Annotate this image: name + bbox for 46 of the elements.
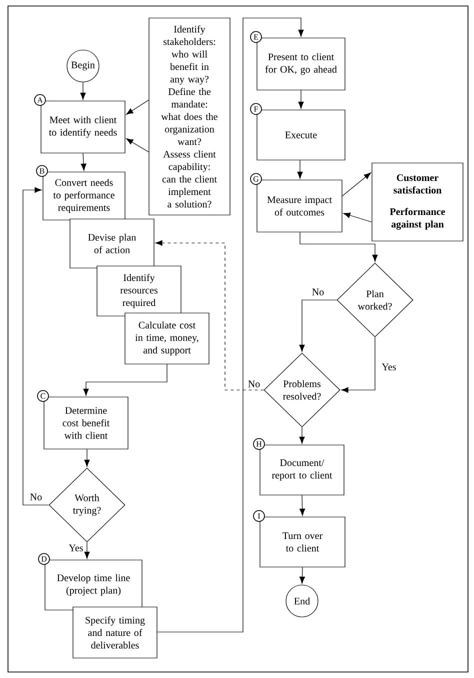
step-letter: A: [34, 94, 46, 106]
arrow: [299, 300, 337, 352]
step-letter: G: [250, 173, 262, 185]
arrow: [83, 364, 168, 396]
arrow: [84, 449, 90, 467]
process-box: Identify stakeholders: who will benefit in any way? Define the mandate: what does the organization want? Assess client capability: can the client implement a solution?: [148, 18, 230, 216]
arrow: [80, 82, 86, 100]
edge-label: Yes: [68, 544, 84, 552]
step-letter: H: [253, 438, 265, 450]
step-letter: I: [253, 510, 265, 522]
process-box: Determine cost benefit with client: [44, 396, 128, 450]
process-box: Specify timing and nature of deliverables: [72, 606, 158, 658]
arrow: [84, 542, 90, 559]
arrow: [299, 567, 305, 584]
arrow: [299, 427, 305, 444]
arrow: [297, 160, 303, 179]
process-box: Identify resources required: [96, 266, 182, 316]
process-box: Turn over to client: [260, 516, 346, 568]
edge-label: Yes: [380, 362, 398, 372]
step-letter: E: [250, 31, 262, 43]
arrow: [343, 212, 372, 222]
arrow: [298, 90, 304, 109]
arrow: [126, 138, 149, 152]
process-box: Devise plan of action: [70, 218, 154, 268]
process-box: Execute: [256, 110, 346, 160]
process-box: Convert needs to performance requirements: [42, 172, 126, 220]
process-box: Present to client for OK, go ahead: [256, 38, 346, 90]
arrow: [22, 187, 49, 506]
step-letter: F: [250, 103, 262, 115]
arrow: [300, 232, 378, 262]
arrow: [80, 153, 86, 171]
edge-label: No: [310, 288, 326, 296]
arrow: [342, 172, 372, 196]
edge-label: No: [28, 492, 44, 502]
arrow: [341, 337, 376, 393]
step-letter: B: [36, 165, 48, 177]
arrow: [157, 18, 304, 632]
arrow: [300, 495, 306, 516]
process-box: Calculate cost in time, money, and support: [124, 312, 210, 364]
arrow: [155, 240, 264, 390]
edge-label: No: [246, 380, 262, 388]
step-letter: D: [38, 553, 50, 565]
process-box: Customer satisfaction Performance against plan: [372, 162, 464, 242]
arrow: [126, 100, 149, 115]
step-letter: C: [37, 390, 49, 402]
process-box: Develop time line (project plan): [44, 560, 142, 610]
